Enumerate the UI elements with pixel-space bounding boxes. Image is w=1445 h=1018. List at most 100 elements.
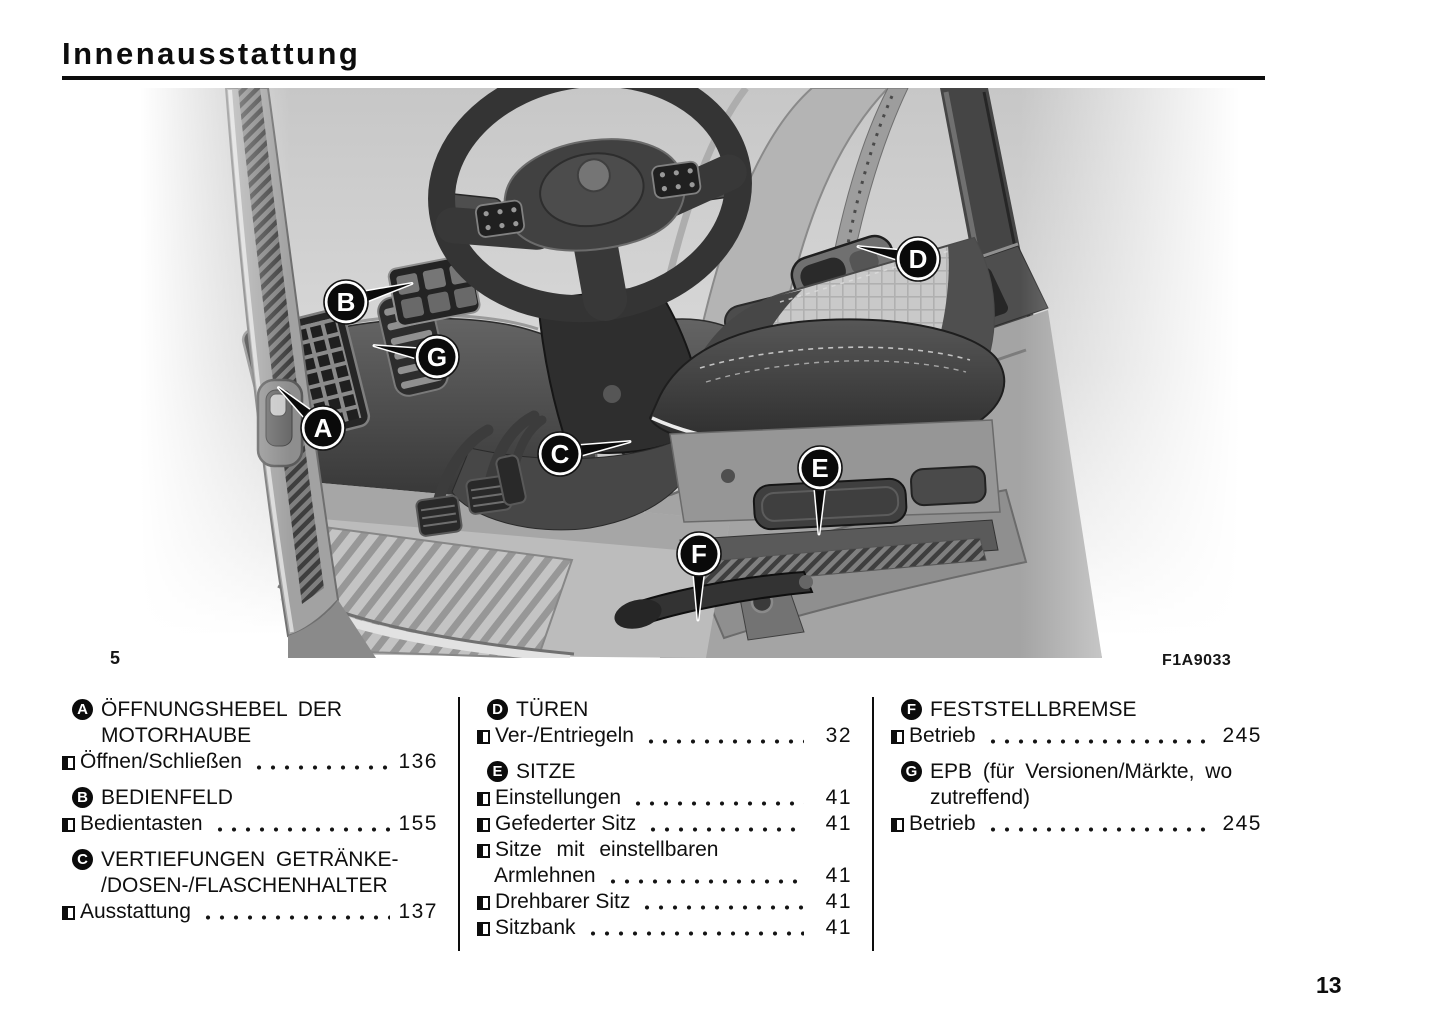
accelerator-pedal [495,454,527,506]
legend-letter-badge: D [487,699,508,720]
figure-code: F1A9033 [1162,652,1232,669]
dot-leader [643,738,804,744]
entry-page-number: 41 [825,916,852,939]
entry-label: Betrieb [909,724,976,747]
clutch-pedal [415,494,463,537]
legend-title-line: FESTSTELLBREMSE [930,698,1137,721]
legend-title-line: SITZE [516,760,576,783]
legend-letter-badge: C [72,849,93,870]
legend-section-title: F FESTSTELLBREMSE [891,697,1262,723]
legend-letter-badge: G [901,761,922,782]
dot-leader [985,826,1214,832]
legend-title-line: TÜREN [516,698,589,721]
dot-leader [200,914,390,920]
legend-entry: Einstellungen 41 [477,785,852,811]
page-number: 13 [1316,972,1342,998]
entry-page-number: 41 [825,890,852,913]
wheel-buttons-right [651,160,702,199]
callout-F: F [676,531,722,622]
square-bullet-icon [62,817,75,832]
square-bullet-icon [477,921,490,936]
entry-page-number: 136 [398,750,438,773]
square-bullet-icon [477,791,490,806]
callout-E: E [797,445,843,536]
entry-label: Gefederter Sitz [495,812,637,835]
callout-letter: E [811,453,828,483]
control-panel-buttons [387,254,481,327]
callout-letter: A [314,413,333,443]
dot-leader [585,930,804,936]
entry-label: Drehbarer Sitz [495,890,631,913]
title-rule [62,76,1265,80]
legend-entry: Gefederter Sitz 41 [477,811,852,837]
pedals [415,410,547,537]
entry-label: Bedientasten [80,812,203,835]
square-bullet-icon [891,729,904,744]
entry-label: Ver-/Entriegeln [495,724,634,747]
entry-label: Ausstattung [80,900,191,923]
legend-letter-badge: B [72,787,93,808]
square-bullet-icon [62,905,75,920]
entry-label: Sitze mit einstellbaren [495,838,719,861]
dot-leader [212,826,390,832]
dot-leader [631,800,804,806]
square-bullet-icon [477,895,490,910]
legend-title-line: EPB (für Versionen/Märkte, wo [930,760,1233,783]
callout-D: D [856,236,941,282]
legend-section-title: C VERTIEFUNGEN GETRÄNKE-/DOSEN-/FLASCHENH… [62,847,438,899]
legend-title-line: zutreffend) [930,786,1031,809]
callout-letter: F [691,539,707,569]
legend-title-text: FESTSTELLBREMSE [930,697,1137,723]
entry-page-number: 155 [398,812,438,835]
square-bullet-icon [477,843,490,858]
entry-label: Armlehnen [494,864,596,887]
legend-title-line: ÖFFNUNGSHEBEL DER [101,698,343,721]
callout-letter: D [909,244,928,274]
legend-section-title: G EPB (für Versionen/Märkte, wo zutreffend… [891,759,1262,811]
legend-title-text: VERTIEFUNGEN GETRÄNKE-/DOSEN-/FLASCHENHA… [101,847,398,899]
parking-brake-lever [614,570,814,641]
entry-page-number: 245 [1222,812,1262,835]
legend-section: C VERTIEFUNGEN GETRÄNKE-/DOSEN-/FLASCHENH… [62,847,438,925]
legend-letter-badge: F [901,699,922,720]
square-bullet-icon [62,755,75,770]
seat-adjust-handle [752,465,987,531]
legend-title-text: TÜREN [516,697,588,723]
legend-title-line: /DOSEN-/FLASCHENHALTER [101,874,388,897]
legend-title-text: BEDIENFELD [101,785,233,811]
callout-G: G [372,334,460,380]
callout-A: A [277,386,346,451]
entry-page-number: 41 [825,786,852,809]
entry-label: Einstellungen [495,786,622,809]
legend-letter-badge: A [72,699,93,720]
legend-title-text: EPB (für Versionen/Märkte, wo zutreffend) [930,759,1232,811]
legend-title-line: BEDIENFELD [101,786,233,809]
legend-section: G EPB (für Versionen/Märkte, wo zutreffend… [891,759,1262,837]
wheel-buttons-left [474,199,525,238]
entry-page-number: 41 [825,812,852,835]
dot-leader [605,878,804,884]
square-bullet-icon [891,817,904,832]
figure-number: 5 [110,648,121,668]
dot-leader [251,764,390,770]
legend-entry: Drehbarer Sitz 41 [477,889,852,915]
steering-wheel [428,88,752,323]
callout-letter: C [551,439,570,469]
